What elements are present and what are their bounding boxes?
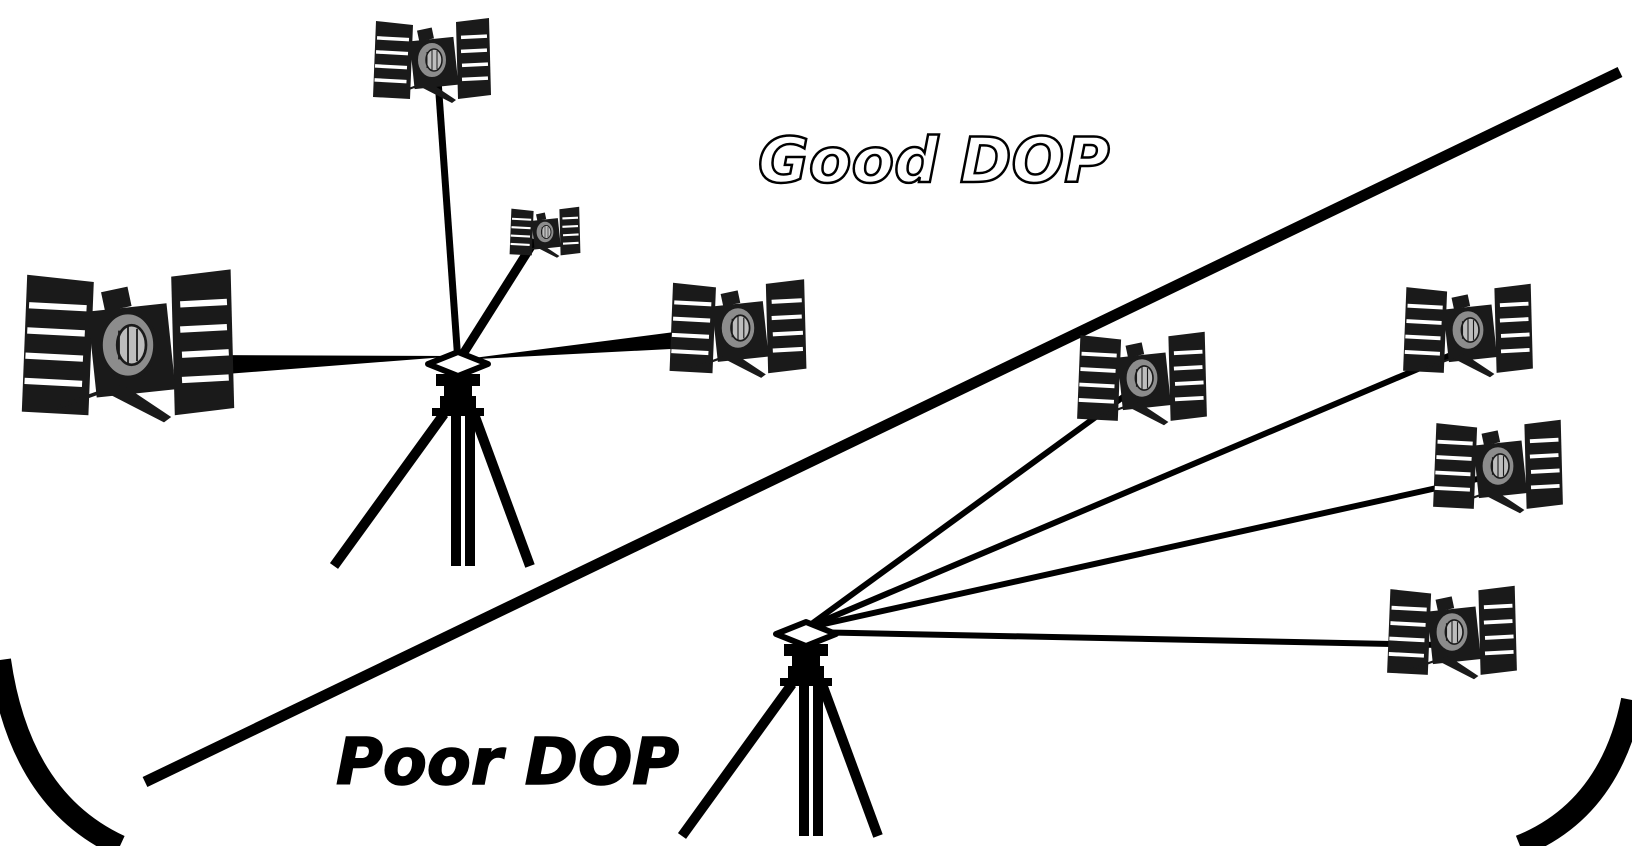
satellite-icon — [1385, 584, 1519, 681]
receiver-tripod-icon — [682, 622, 878, 836]
signal-line — [434, 79, 462, 363]
good-dop-group — [19, 17, 808, 566]
good-dop-label: Good DOP — [758, 124, 1110, 197]
signal-line — [805, 475, 1483, 631]
satellite-icon — [509, 206, 582, 259]
satellite-icon — [1401, 282, 1535, 379]
signal-line — [454, 237, 539, 365]
receiver-tripod-icon — [334, 352, 530, 566]
poor-dop-group — [682, 282, 1565, 836]
signal-line — [200, 355, 458, 376]
satellite-icon — [1431, 418, 1565, 515]
signal-line — [458, 330, 690, 360]
frame-border — [0, 658, 125, 851]
satellite-icon — [668, 278, 808, 380]
signal-line — [804, 349, 1460, 631]
poor-dop-label: Poor DOP — [336, 726, 679, 800]
satellite-icon — [372, 17, 492, 104]
divider-line — [142, 67, 1623, 787]
signal-line — [804, 389, 1132, 631]
frame-border-right — [1515, 697, 1632, 851]
satellite-icon — [19, 267, 236, 425]
signal-line — [805, 629, 1441, 648]
satellite-icon — [1075, 330, 1209, 427]
